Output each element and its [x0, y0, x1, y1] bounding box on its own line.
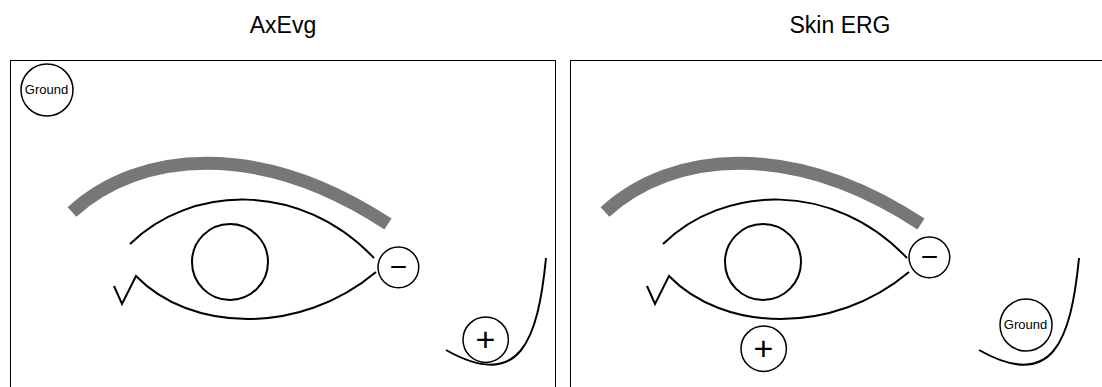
electrode-ring: [378, 247, 419, 288]
electrode-label: Ground: [1004, 318, 1047, 331]
electrode-ring: [21, 64, 73, 116]
cheek-outline: [446, 258, 546, 365]
left-eye: [72, 163, 546, 365]
upper-eyelid: [130, 200, 374, 258]
lower-eyelid: [114, 272, 376, 319]
right-eye: [605, 163, 1079, 365]
electrode-circle: −: [908, 236, 951, 279]
lower-eyelid: [647, 272, 909, 319]
iris: [192, 224, 268, 300]
electrode-ring: [909, 237, 950, 278]
panel-title: Skin ERG: [571, 11, 1102, 39]
eyebrow: [72, 163, 388, 224]
eyebrow: [605, 163, 921, 224]
upper-eyelid: [663, 200, 907, 258]
electrode-circle: +: [462, 316, 509, 363]
iris: [725, 224, 801, 300]
polarity-sign: −: [921, 242, 939, 272]
polarity-sign: +: [754, 331, 774, 365]
polarity-sign: −: [390, 252, 408, 282]
electrode-circle: Ground: [999, 298, 1053, 352]
electrode-circle: Ground: [20, 63, 74, 117]
electrode-circle: +: [740, 325, 787, 372]
electrode-label: Ground: [25, 83, 68, 96]
electrode-ring: [1000, 299, 1052, 351]
cheek-outline: [979, 258, 1079, 365]
recording-panel: Skin ERG−Ground+: [570, 60, 1102, 387]
polarity-sign: +: [476, 322, 496, 356]
electrode-ring: [741, 326, 786, 371]
panel-title: AxEvg: [11, 11, 555, 39]
recording-panel: AxEvgGround−+: [10, 60, 556, 387]
electrode-ring: [463, 317, 508, 362]
electrode-circle: −: [377, 246, 420, 289]
